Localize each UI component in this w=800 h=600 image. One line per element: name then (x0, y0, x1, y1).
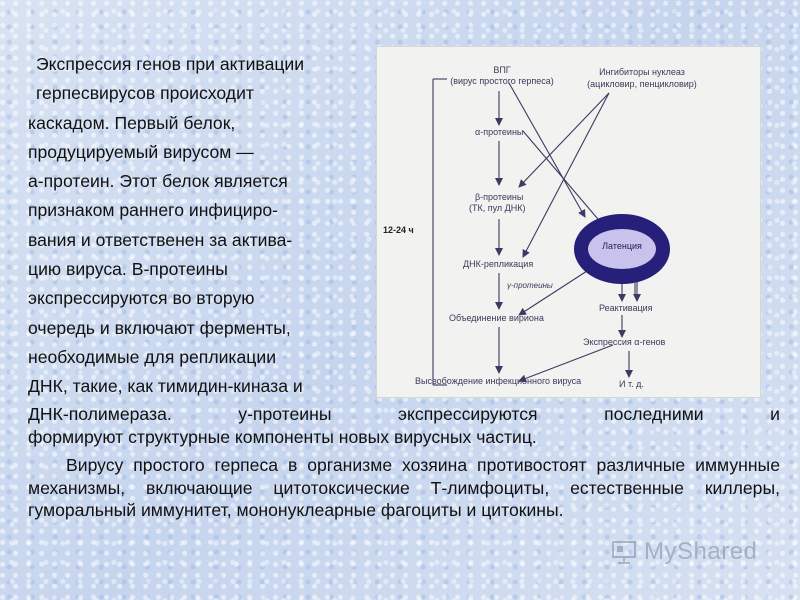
text-line: а-протеин. Этот белок является (28, 171, 288, 192)
text-line: каскадом. Первый белок, (28, 112, 236, 133)
time-label: 12-24 ч (383, 225, 414, 235)
text-line: экспрессируются во вторую (28, 288, 255, 309)
inhibitors-subtitle: (ацикловир, пенцикловир) (587, 79, 697, 89)
beta-proteins-label: β-протеины (475, 192, 524, 202)
presentation-board-icon (612, 541, 636, 564)
gamma-proteins-label: γ-протеины (507, 281, 553, 290)
text-line: очередь и включают ферменты, (28, 317, 291, 338)
text-line: признаком раннего инфициро- (28, 200, 279, 221)
text-line: вания и ответственен за актива- (28, 229, 293, 250)
vpg-title: ВПГ (493, 65, 511, 75)
herpes-gene-cascade-diagram: ВПГ (вирус простого герпеса) Ингибиторы … (376, 46, 761, 398)
inhibitors-title: Ингибиторы нуклеаз (599, 67, 685, 77)
watermark-brand: MyShared (644, 538, 758, 565)
virus-release-label: Высвобождение инфекционного вируса (415, 376, 582, 386)
diagram-arrows (432, 78, 670, 386)
alpha-gene-expression-label: Экспрессия α-генов (583, 337, 666, 347)
beta-detail-label: (ТК, пул ДНК) (469, 203, 526, 213)
text-line: ДНК, такие, как тимидин-киназа и (28, 376, 303, 397)
virion-assembly-label: Объединение вириона (449, 313, 544, 323)
dna-replication-label: ДНК-репликация (463, 259, 534, 269)
text-line: цию вируса. В-протеины (28, 259, 228, 280)
myshared-watermark: MyShared (610, 537, 757, 567)
latency-label: Латенция (602, 241, 642, 251)
text-line: необходимые для репликации (28, 346, 277, 367)
text-line: Экспрессия генов при активации (36, 54, 305, 74)
text-line: формируют структурные компоненты новых в… (28, 426, 537, 447)
text-line: герпесвирусов происходит (36, 83, 254, 104)
etc-label: И т. д. (619, 379, 644, 389)
reactivation-label: Реактивация (599, 303, 653, 313)
left-paragraph: Экспрессия генов при активации герпесвир… (28, 50, 378, 402)
text-line: продуцируемый вирусом — (28, 141, 254, 162)
text-line: ДНК-полимераза. у-протеины экспрессируют… (28, 404, 780, 424)
alpha-proteins-label: α-протеины (475, 127, 524, 137)
bottom-paragraph: ДНК-полимераза. у-протеины экспрессируют… (28, 403, 780, 522)
paragraph-immune: Вирусу простого герпеса в организме хозя… (28, 455, 780, 520)
vpg-subtitle: (вирус простого герпеса) (450, 76, 554, 86)
latency-inner-ellipse (588, 229, 656, 269)
